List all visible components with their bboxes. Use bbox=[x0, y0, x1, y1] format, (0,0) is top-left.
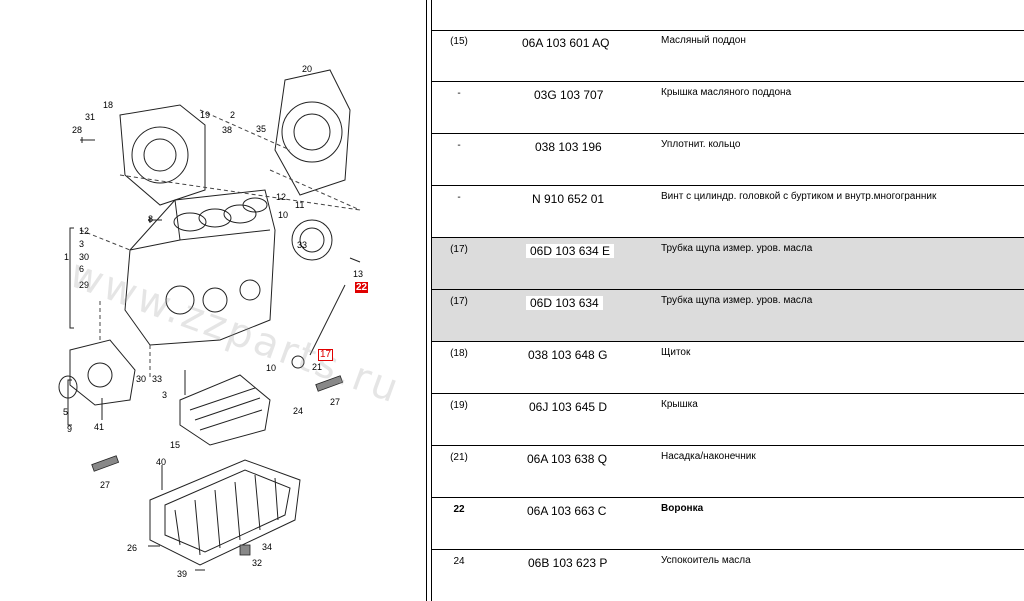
svg-text:9: 9 bbox=[67, 424, 72, 434]
table-row[interactable]: - N 910 652 01 Винт с цилиндр. головкой … bbox=[432, 186, 1024, 238]
table-row[interactable]: 22 06A 103 663 C Воронка bbox=[432, 498, 1024, 550]
svg-text:1: 1 bbox=[64, 252, 69, 262]
table-row-highlighted[interactable]: (17) 06D 103 634 Трубка щупа измер. уров… bbox=[432, 290, 1024, 342]
svg-text:11: 11 bbox=[295, 200, 304, 210]
table-row[interactable]: (21) 06A 103 638 Q Насадка/наконечник bbox=[432, 446, 1024, 498]
row-part-number[interactable]: 06A 103 601 AQ bbox=[522, 36, 610, 50]
table-row[interactable]: 24 06B 103 623 P Успокоитель масла bbox=[432, 550, 1024, 601]
row-part-number[interactable]: 038 103 196 bbox=[535, 140, 602, 154]
row-description: Крышка bbox=[661, 399, 698, 410]
parts-diagram: 18 31 28 19 2 38 35 20 8 12 11 10 12 3 1… bbox=[0, 0, 425, 601]
row-description: Масляный поддон bbox=[661, 35, 746, 46]
table-header-spacer bbox=[432, 0, 1024, 31]
row-description: Щиток bbox=[661, 347, 691, 358]
svg-text:35: 35 bbox=[256, 124, 266, 134]
table-row-highlighted[interactable]: (17) 06D 103 634 E Трубка щупа измер. ур… bbox=[432, 238, 1024, 290]
row-part-number[interactable]: N 910 652 01 bbox=[532, 192, 605, 206]
row-part-number[interactable]: 06J 103 645 D bbox=[529, 400, 608, 414]
row-description: Винт с цилиндр. головкой с буртиком и вн… bbox=[661, 191, 937, 202]
divider-right bbox=[431, 0, 432, 601]
engine-block-exploded-view: 18 31 28 19 2 38 35 20 8 12 11 10 12 3 1… bbox=[58, 64, 363, 579]
svg-text:3: 3 bbox=[162, 390, 167, 400]
row-position: 22 bbox=[453, 504, 465, 515]
row-part-number[interactable]: 038 103 648 G bbox=[528, 348, 608, 362]
row-position: (17) bbox=[450, 296, 468, 307]
svg-text:3: 3 bbox=[79, 239, 84, 249]
row-description: Уплотнит. кольцо bbox=[661, 139, 741, 150]
table-row[interactable]: - 03G 103 707 Крышка масляного поддона bbox=[432, 82, 1024, 134]
svg-text:2: 2 bbox=[230, 110, 235, 120]
row-position: 24 bbox=[453, 556, 465, 567]
svg-text:30: 30 bbox=[79, 252, 89, 262]
row-part-number[interactable]: 06D 103 634 E bbox=[526, 244, 615, 258]
row-part-number[interactable]: 06B 103 623 P bbox=[528, 556, 608, 570]
row-position: (19) bbox=[450, 400, 468, 411]
svg-text:34: 34 bbox=[262, 542, 272, 552]
svg-text:27: 27 bbox=[100, 480, 110, 490]
row-position: (15) bbox=[450, 36, 468, 47]
svg-text:5: 5 bbox=[63, 407, 68, 417]
row-position: - bbox=[457, 192, 461, 203]
row-position: (18) bbox=[450, 348, 468, 359]
svg-text:19: 19 bbox=[200, 110, 210, 120]
row-part-number[interactable]: 06D 103 634 bbox=[526, 296, 603, 310]
svg-text:27: 27 bbox=[330, 397, 340, 407]
row-description: Насадка/наконечник bbox=[661, 451, 756, 462]
table-row[interactable]: - 038 103 196 Уплотнит. кольцо bbox=[432, 134, 1024, 186]
row-description: Воронка bbox=[661, 503, 704, 514]
svg-text:30: 30 bbox=[136, 374, 146, 384]
row-position: (17) bbox=[450, 244, 468, 255]
row-position: (21) bbox=[450, 452, 468, 463]
svg-text:8: 8 bbox=[148, 214, 153, 224]
row-part-number[interactable]: 06A 103 638 Q bbox=[527, 452, 608, 466]
svg-text:12: 12 bbox=[79, 226, 89, 236]
parts-table: (15) 06A 103 601 AQ Масляный поддон - 03… bbox=[432, 0, 1024, 601]
svg-text:10: 10 bbox=[278, 210, 288, 220]
svg-text:32: 32 bbox=[252, 558, 262, 568]
table-row[interactable]: (19) 06J 103 645 D Крышка bbox=[432, 394, 1024, 446]
svg-text:24: 24 bbox=[293, 406, 303, 416]
svg-text:31: 31 bbox=[85, 112, 95, 122]
svg-text:38: 38 bbox=[222, 125, 232, 135]
svg-text:26: 26 bbox=[127, 543, 137, 553]
svg-text:13: 13 bbox=[353, 269, 363, 279]
row-position: - bbox=[457, 140, 461, 151]
svg-text:10: 10 bbox=[266, 363, 276, 373]
row-description: Крышка масляного поддона bbox=[661, 87, 792, 98]
row-part-number[interactable]: 06A 103 663 C bbox=[527, 504, 607, 518]
svg-text:41: 41 bbox=[94, 422, 104, 432]
svg-text:28: 28 bbox=[72, 125, 82, 135]
svg-text:6: 6 bbox=[79, 264, 84, 274]
svg-text:12: 12 bbox=[276, 192, 286, 202]
row-part-number[interactable]: 03G 103 707 bbox=[534, 88, 604, 102]
callout-22-highlight[interactable]: 22 bbox=[355, 282, 369, 293]
row-description: Трубка щупа измер. уров. масла bbox=[661, 295, 813, 306]
svg-text:29: 29 bbox=[79, 280, 89, 290]
svg-text:21: 21 bbox=[312, 362, 322, 372]
svg-text:33: 33 bbox=[152, 374, 162, 384]
table-row[interactable]: (15) 06A 103 601 AQ Масляный поддон bbox=[432, 30, 1024, 82]
row-description: Успокоитель масла bbox=[661, 555, 751, 566]
row-description: Трубка щупа измер. уров. масла bbox=[661, 243, 813, 254]
callout-17-highlight[interactable]: 17 bbox=[318, 349, 334, 361]
svg-text:18: 18 bbox=[103, 100, 113, 110]
row-position: - bbox=[457, 88, 461, 99]
svg-text:20: 20 bbox=[302, 64, 312, 74]
svg-text:39: 39 bbox=[177, 569, 187, 579]
table-row[interactable]: (18) 038 103 648 G Щиток bbox=[432, 342, 1024, 394]
svg-text:40: 40 bbox=[156, 457, 166, 467]
divider-left bbox=[426, 0, 427, 601]
svg-text:15: 15 bbox=[170, 440, 180, 450]
svg-text:33: 33 bbox=[297, 240, 307, 250]
